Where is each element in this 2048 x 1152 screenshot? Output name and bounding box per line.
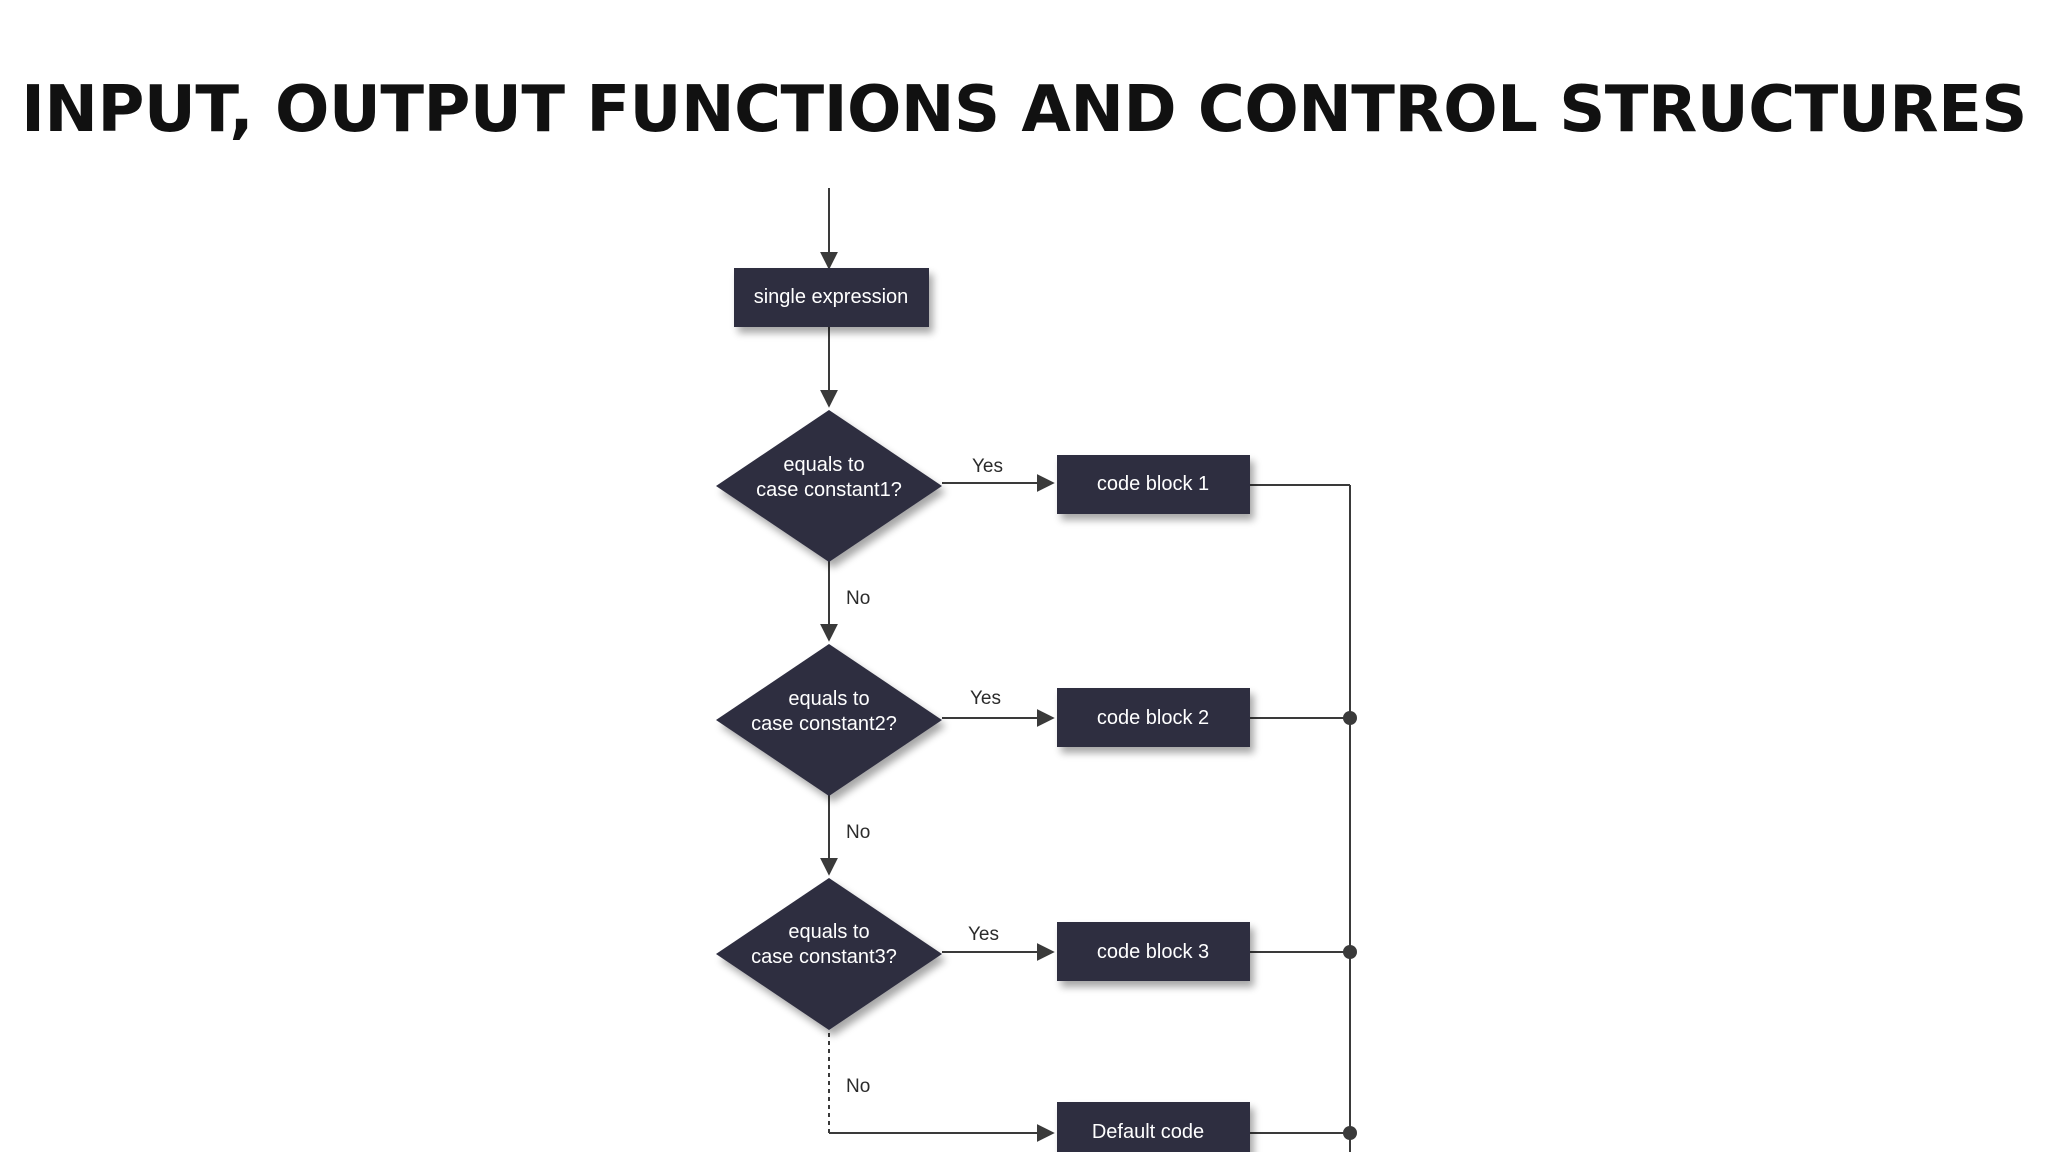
decision-label-line1: equals to xyxy=(783,454,864,476)
code-block-label: code block 2 xyxy=(1097,707,1209,729)
no-label: No xyxy=(846,588,870,609)
slide-title: INPUT, OUTPUT FUNCTIONS AND CONTROL STRU… xyxy=(21,73,2027,147)
decision-node-1: equals to case constant1? xyxy=(716,410,942,562)
code-block-label: Default code xyxy=(1092,1121,1204,1143)
code-block-label: code block 1 xyxy=(1097,473,1209,495)
yes-label: Yes xyxy=(972,456,1003,477)
default-block: Default code xyxy=(1057,1102,1250,1152)
code-block-3: code block 3 xyxy=(1057,922,1250,981)
decision-diamond xyxy=(716,644,942,796)
decision-label-line2: case constant3? xyxy=(751,946,897,968)
start-node: single expression xyxy=(734,268,929,327)
decision-node-2: equals to case constant2? xyxy=(716,644,942,796)
code-block-1: code block 1 xyxy=(1057,455,1250,514)
yes-label: Yes xyxy=(968,924,999,945)
no-label: No xyxy=(846,822,870,843)
code-block-box xyxy=(1057,455,1250,514)
decision-label-line2: case constant2? xyxy=(751,713,897,735)
code-block-box xyxy=(1057,1102,1250,1152)
code-block-box xyxy=(1057,688,1250,747)
code-block-label: code block 3 xyxy=(1097,941,1209,963)
decision-label-line2: case constant1? xyxy=(756,479,902,501)
code-block-2: code block 2 xyxy=(1057,688,1250,747)
decision-label-line1: equals to xyxy=(788,921,869,943)
junction-dot xyxy=(1343,945,1357,959)
decision-label-line1: equals to xyxy=(788,688,869,710)
junction-dot xyxy=(1343,711,1357,725)
start-box xyxy=(734,268,929,327)
decision-node-3: equals to case constant3? xyxy=(716,878,942,1030)
no-label: No xyxy=(846,1076,870,1097)
decision-diamond xyxy=(716,410,942,562)
start-label: single expression xyxy=(754,286,909,308)
code-block-box xyxy=(1057,922,1250,981)
yes-label: Yes xyxy=(970,688,1001,709)
decision-diamond xyxy=(716,878,942,1030)
junction-dot xyxy=(1343,1126,1357,1140)
